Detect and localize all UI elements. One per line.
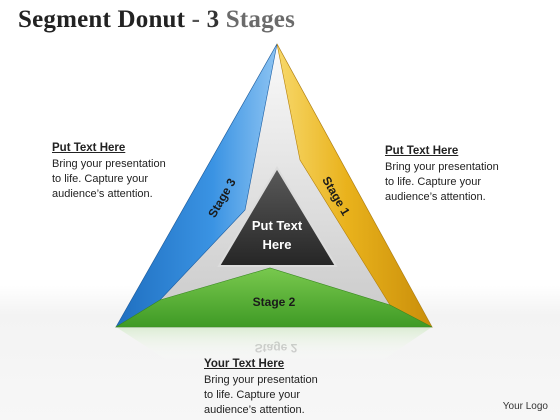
logo-placeholder: Your Logo <box>502 401 548 412</box>
text-block-left-body: Bring your presentation to life. Capture… <box>52 158 166 200</box>
text-block-right: Put Text Here Bring your presentation to… <box>385 144 535 205</box>
text-block-right-heading: Put Text Here <box>385 145 459 157</box>
title-suffix: Stages <box>225 6 296 33</box>
title-main: Segment Donut <box>18 6 186 33</box>
stage-2-reflection-label: Stage 2 <box>255 341 298 355</box>
text-block-left: Put Text Here Bring your presentation to… <box>52 141 202 202</box>
text-block-right-body: Bring your presentation to life. Capture… <box>385 161 499 203</box>
stage-2-label: Stage 2 <box>253 295 296 309</box>
text-block-bottom-heading: Your Text Here <box>204 358 285 370</box>
stage-2-reflection <box>116 327 432 362</box>
center-text-line-1: Put Text <box>252 218 303 233</box>
stage-2-segment <box>114 267 433 328</box>
text-block-left-heading: Put Text Here <box>52 142 126 154</box>
text-block-bottom-body: Bring your presentation to life. Capture… <box>204 374 318 416</box>
center-text-line-2: Here <box>263 237 292 252</box>
title-separator: - <box>191 6 201 33</box>
page-title: Segment Donut - 3 Stages <box>18 6 295 34</box>
center-triangle <box>217 166 338 267</box>
text-block-bottom: Your Text Here Bring your presentation t… <box>204 357 354 418</box>
title-number: 3 <box>206 6 220 33</box>
